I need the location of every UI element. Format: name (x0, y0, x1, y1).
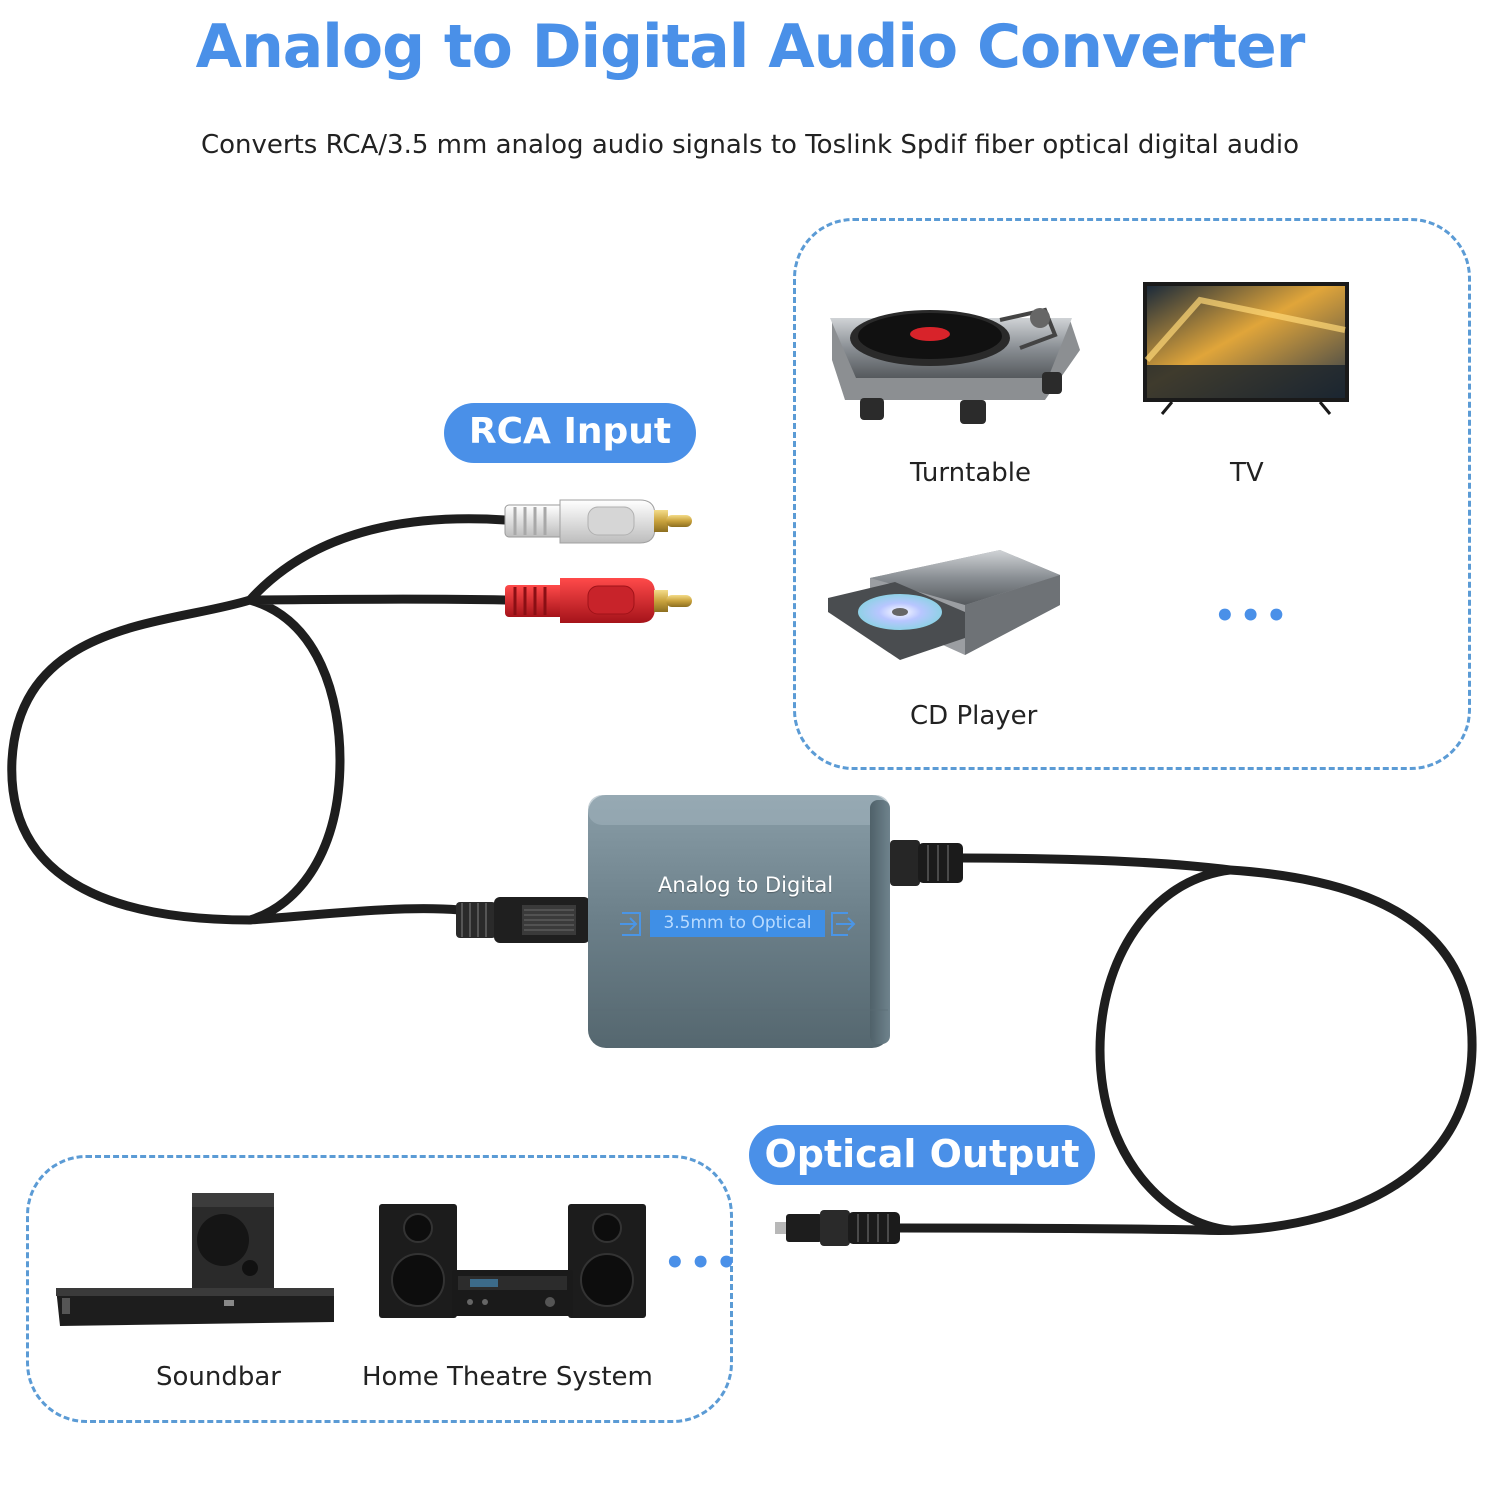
optical-output-label: Optical Output (749, 1125, 1095, 1185)
outputs-more-ellipsis: ••• (664, 1243, 742, 1283)
input-arrow-icon (620, 912, 641, 936)
device-label-line2: 3.5mm to Optical (650, 910, 825, 937)
turntable-icon (830, 307, 1080, 424)
optical-plug-top (890, 840, 963, 886)
sources-more-ellipsis: ••• (1214, 596, 1292, 636)
output-devices-box (26, 1155, 733, 1423)
cd-player-icon (828, 550, 1060, 660)
source-label-cd-player: CD Player (910, 701, 1038, 731)
output-arrow-icon (831, 912, 856, 936)
rca-red-plug (505, 578, 692, 623)
source-label-turntable: Turntable (910, 458, 1031, 488)
aux-plug (456, 897, 590, 943)
source-devices-box (793, 218, 1471, 770)
rca-white-plug (504, 499, 692, 544)
rca-cable (7, 514, 510, 925)
page-title: Analog to Digital Audio Converter (195, 12, 1306, 82)
source-label-tv: TV (1230, 458, 1264, 488)
optical-cable (895, 853, 1477, 1235)
output-label-soundbar: Soundbar (156, 1362, 281, 1392)
optical-plug-end (775, 1210, 900, 1246)
rca-input-label: RCA Input (444, 403, 696, 463)
output-label-home-theatre: Home Theatre System (362, 1362, 653, 1392)
tv-icon (1143, 282, 1349, 415)
device-label-line1: Analog to Digital (658, 873, 834, 897)
page-subtitle: Converts RCA/3.5 mm analog audio signals… (200, 130, 1300, 160)
home-theatre-icon (379, 1204, 646, 1318)
soundbar-icon (56, 1193, 334, 1326)
